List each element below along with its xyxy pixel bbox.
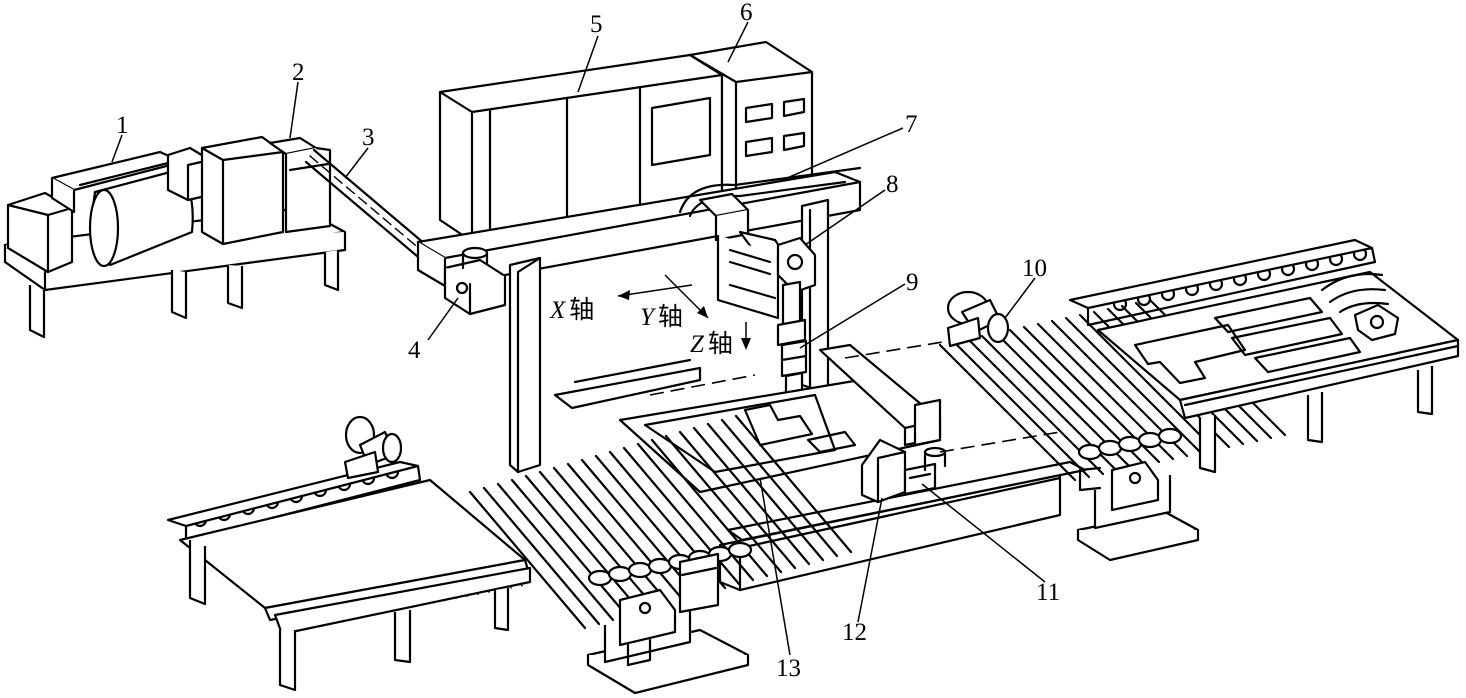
left-bellows-slat: [482, 486, 601, 626]
part-label-13: 13: [776, 655, 801, 682]
right-bellows-slat: [1078, 313, 1217, 452]
chain-link: [727, 541, 753, 559]
part-label-2: 2: [292, 59, 305, 86]
unloading-table: [1068, 238, 1460, 474]
leader-lines: [111, 21, 1046, 656]
part-label-12: 12: [842, 619, 867, 646]
part-label-10: 10: [1022, 255, 1047, 282]
part-label-11: 11: [1036, 579, 1060, 606]
reference-dashed-lines: [649, 339, 1061, 453]
laser-generator-unit: [3, 135, 347, 339]
left-bellows-slat: [468, 490, 587, 630]
left-bellows-slat: [636, 442, 755, 582]
part-label-5: 5: [590, 11, 603, 38]
left-bellows-slat: [734, 414, 853, 554]
part-label-4: 4: [408, 337, 421, 364]
left-bellows-slat: [566, 462, 685, 602]
svg-text:X轴: X轴: [549, 296, 594, 324]
chain-link: [607, 565, 633, 583]
chain-link: [587, 569, 613, 587]
left-bellows-slat: [538, 470, 657, 610]
left-bellows-slat: [580, 458, 699, 598]
right-conveyor-motor: [946, 290, 1010, 348]
part-label-6: 6: [740, 0, 753, 26]
chain-link: [1137, 431, 1163, 449]
left-bellows-slat: [496, 482, 615, 622]
svg-text:Y轴: Y轴: [640, 303, 683, 331]
left-bellows-slat: [524, 474, 643, 614]
chain-link: [1157, 427, 1183, 445]
left-bellows-slat: [552, 466, 671, 606]
right-bellows-slat: [938, 343, 1077, 482]
chain-link: [1077, 443, 1103, 461]
left-support-pedestal: [586, 552, 750, 695]
chain-link: [647, 557, 673, 575]
gantry-frame: [416, 166, 862, 474]
svg-text:Z轴: Z轴: [690, 330, 733, 358]
right-support-pedestal: [1076, 460, 1200, 562]
part-label-9: 9: [906, 269, 919, 296]
right-bellows-slat: [952, 340, 1091, 479]
reflector-unit: [443, 246, 507, 316]
part-label-1: 1: [116, 112, 129, 139]
part-label-7: 7: [905, 111, 918, 138]
chain-link: [1097, 439, 1123, 457]
axis-indicators: [617, 274, 751, 350]
part-label-8: 8: [886, 171, 899, 198]
left-bellows-slat: [678, 430, 797, 570]
loading-table: [166, 415, 532, 692]
left-bellows-slat: [510, 478, 629, 618]
left-bellows-slat: [720, 418, 839, 558]
chain-link: [627, 561, 653, 579]
chain-link: [1117, 435, 1143, 453]
left-bellows-slat: [692, 426, 811, 566]
beam-transmission-tube: [304, 148, 434, 264]
left-bellows-slat: [664, 434, 783, 574]
machine-bed: [553, 343, 1087, 592]
part-number-labels: 1 2 3 4 5 6 7 8 9 10 11 12 13: [116, 0, 1060, 682]
left-bellows-slat: [706, 422, 825, 562]
part-label-3: 3: [362, 124, 375, 151]
